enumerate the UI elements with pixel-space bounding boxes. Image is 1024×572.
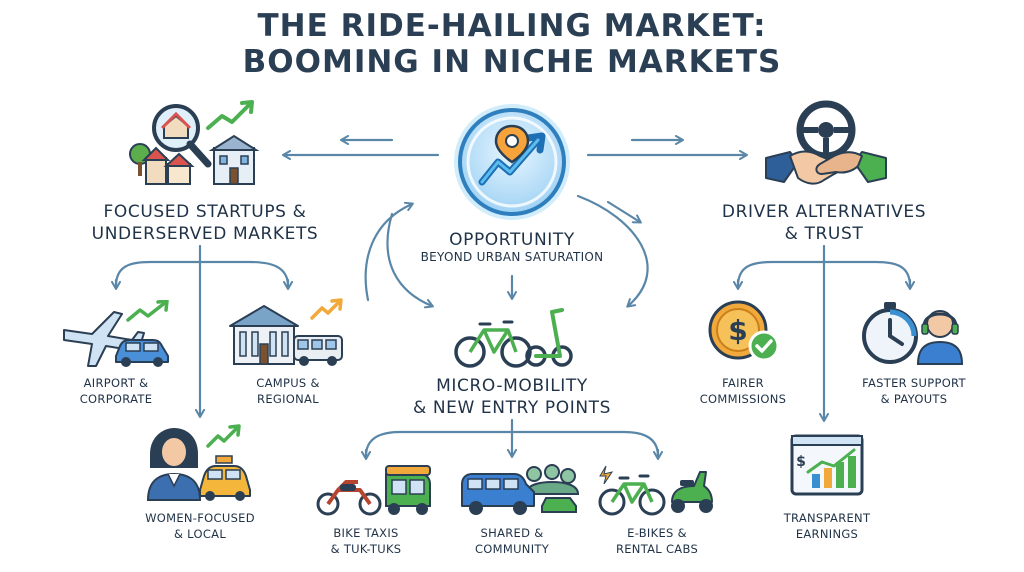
right-item-2-line-1: FASTER SUPPORT (862, 376, 966, 390)
middle-item-2-label: SHARED & COMMUNITY (442, 525, 582, 557)
middle-item-3-line-1: E-BIKES & (627, 526, 687, 540)
dollar-coin-check-icon: $ (708, 300, 780, 362)
right-heading: DRIVER ALTERNATIVES & TRUST (664, 201, 984, 245)
right-item-1-line-2: COMMISSIONS (699, 392, 787, 406)
van-community-icon (461, 464, 580, 515)
middle-item-1-label: BIKE TAXIS & TUK-TUKS (296, 525, 436, 557)
stopwatch-support-icon (862, 302, 964, 365)
left-item-2-label: CAMPUS & REGIONAL (218, 375, 358, 407)
middle-item-1-line-1: BIKE TAXIS (333, 526, 399, 540)
center-heading: OPPORTUNITY (449, 230, 575, 250)
middle-item-2-line-2: COMMUNITY (474, 542, 550, 556)
right-item-3-label: TRANSPARENT EARNINGS (752, 510, 902, 542)
right-item-1-line-1: FAIRER (722, 376, 764, 390)
right-heading-line-1: DRIVER ALTERNATIVES (721, 202, 927, 222)
handshake-wheel-icon (765, 100, 887, 185)
title-line-1: THE RIDE-HAILING MARKET: (257, 8, 767, 44)
left-item-3-line-2: & LOCAL (173, 527, 227, 541)
arrow-curve-right-down (576, 194, 649, 308)
left-heading-line-1: FOCUSED STARTUPS & (103, 202, 307, 222)
woman-taxi-icon (146, 424, 251, 501)
left-item-1-line-2: CORPORATE (79, 392, 153, 406)
tree-left-branches (114, 260, 290, 288)
left-heading-line-2: UNDERSERVED MARKETS (91, 224, 319, 244)
bicycle-scooter-icon (454, 308, 573, 368)
airplane-car-icon (63, 300, 169, 367)
right-item-2-label: FASTER SUPPORT & PAYOUTS (826, 375, 1002, 407)
ebike-moped-icon (598, 465, 713, 516)
left-item-2-line-1: CAMPUS & (256, 376, 320, 390)
left-item-3-label: WOMEN-FOCUSED & LOCAL (120, 510, 280, 542)
arrow-curve-left-up (364, 201, 414, 302)
middle-item-1-line-2: & TUK-TUKS (330, 542, 402, 556)
left-item-3-line-1: WOMEN-FOCUSED (145, 511, 255, 525)
right-heading-line-2: & TRUST (784, 224, 864, 244)
arrow-curve-right-up (606, 200, 642, 224)
motorbike-tuktuk-icon (316, 465, 431, 516)
left-item-1-label: AIRPORT & CORPORATE (46, 375, 186, 407)
campus-bus-icon (229, 298, 343, 366)
middle-heading: MICRO-MOBILITY & NEW ENTRY POINTS (362, 375, 662, 419)
right-item-1-label: FAIRER COMMISSIONS (668, 375, 818, 407)
tree-middle-branches (364, 430, 660, 458)
middle-item-3-line-2: RENTAL CABS (615, 542, 699, 556)
svg-text:$: $ (796, 454, 806, 470)
svg-text:$: $ (728, 314, 747, 347)
left-heading: FOCUSED STARTUPS & UNDERSERVED MARKETS (40, 201, 370, 245)
arrow-curve-left-down (386, 212, 434, 309)
title-line-2: BOOMING IN NICHE MARKETS (242, 44, 782, 80)
right-item-2-line-2: & PAYOUTS (880, 392, 948, 406)
earnings-chart-icon: $ (790, 434, 864, 496)
right-item-3-line-1: TRANSPARENT (783, 511, 871, 525)
right-item-3-line-2: EARNINGS (795, 527, 859, 541)
middle-heading-line-1: MICRO-MOBILITY (436, 376, 588, 396)
left-item-1-line-1: AIRPORT & (83, 376, 149, 390)
middle-item-3-label: E-BIKES & RENTAL CABS (582, 525, 732, 557)
tree-right-branches (736, 260, 912, 288)
magnifier-town-icon (129, 100, 260, 185)
middle-item-2-line-1: SHARED & (480, 526, 544, 540)
location-growth-icon (454, 104, 570, 220)
center-subheading: BEYOND URBAN SATURATION (420, 250, 604, 264)
middle-heading-line-2: & NEW ENTRY POINTS (412, 398, 612, 418)
left-item-2-line-2: REGIONAL (257, 392, 319, 406)
